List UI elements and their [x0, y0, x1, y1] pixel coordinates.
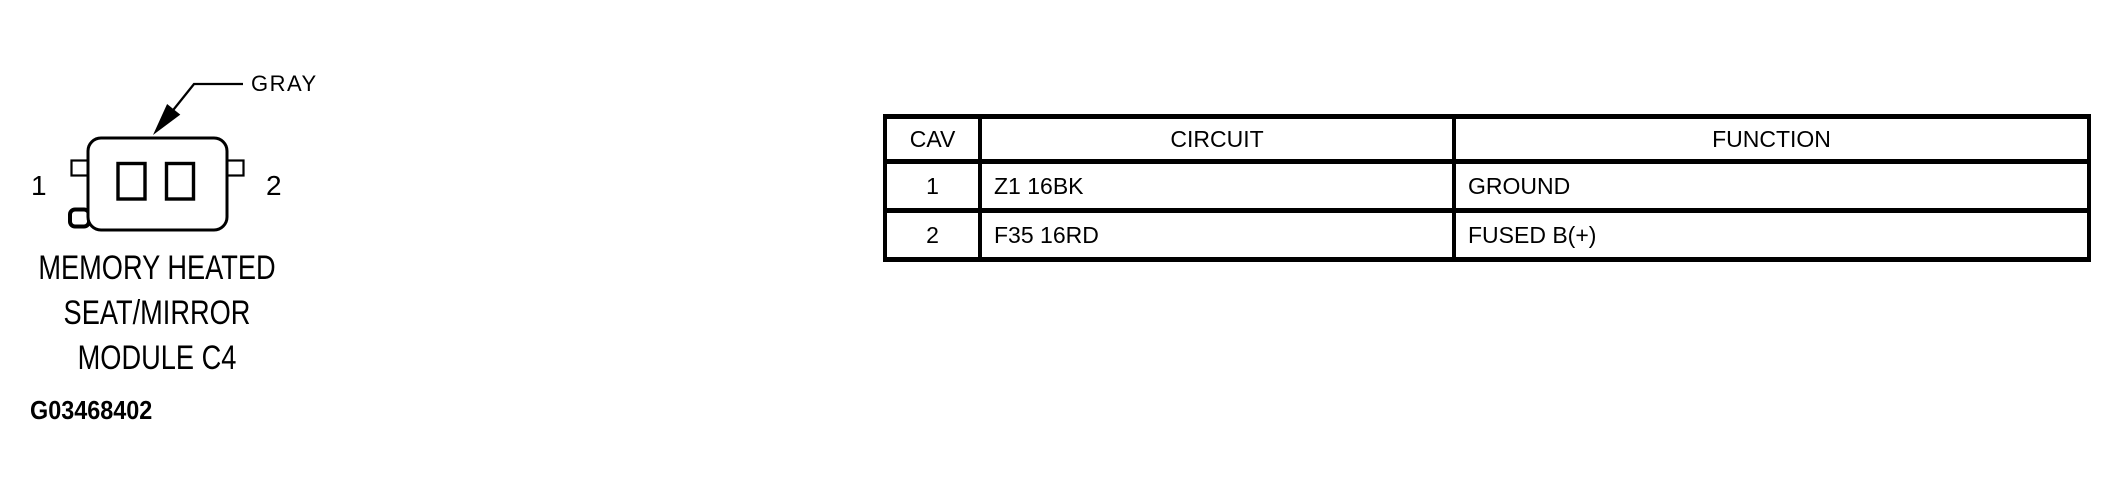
connector-color-label: GRAY: [251, 71, 318, 96]
connector-diagram: [68, 82, 245, 232]
pin-1-label: 1: [31, 170, 47, 201]
leader-arrowhead: [153, 104, 181, 135]
connector-right-tab: [225, 159, 245, 177]
header-circuit: CIRCUIT: [978, 114, 1456, 164]
cav-cell: 1: [883, 159, 982, 213]
leader-line: [157, 82, 243, 130]
circuit-cell: Z1 16BK: [978, 159, 1456, 213]
table-row: 1 Z1 16BK GROUND: [883, 159, 2091, 213]
figure-id: G03468402: [30, 395, 153, 425]
caption-line-1: MEMORY HEATED: [38, 249, 276, 287]
pin-cavity-2: [164, 161, 196, 201]
caption-line-3: MODULE C4: [77, 339, 237, 377]
pin-cavity-1: [116, 161, 147, 201]
table-row: 2 F35 16RD FUSED B(+): [883, 208, 2091, 262]
circuit-cell: F35 16RD: [978, 208, 1456, 262]
pin-2-label: 2: [266, 170, 282, 201]
connector-body: [86, 136, 229, 232]
function-cell: FUSED B(+): [1452, 208, 2091, 262]
header-cav: CAV: [883, 114, 982, 164]
function-cell: GROUND: [1452, 159, 2091, 213]
header-function: FUNCTION: [1452, 114, 2091, 164]
connector-left-tab: [70, 159, 90, 177]
cav-cell: 2: [883, 208, 982, 262]
caption-line-2: SEAT/MIRROR: [63, 294, 251, 332]
connector-bottom-tab: [68, 207, 91, 229]
table-header-row: CAV CIRCUIT FUNCTION: [883, 114, 2091, 164]
pinout-table: CAV CIRCUIT FUNCTION 1 Z1 16BK GROUND 2 …: [883, 114, 2091, 262]
connector-caption: MEMORY HEATED SEAT/MIRROR MODULE C4: [37, 246, 277, 381]
